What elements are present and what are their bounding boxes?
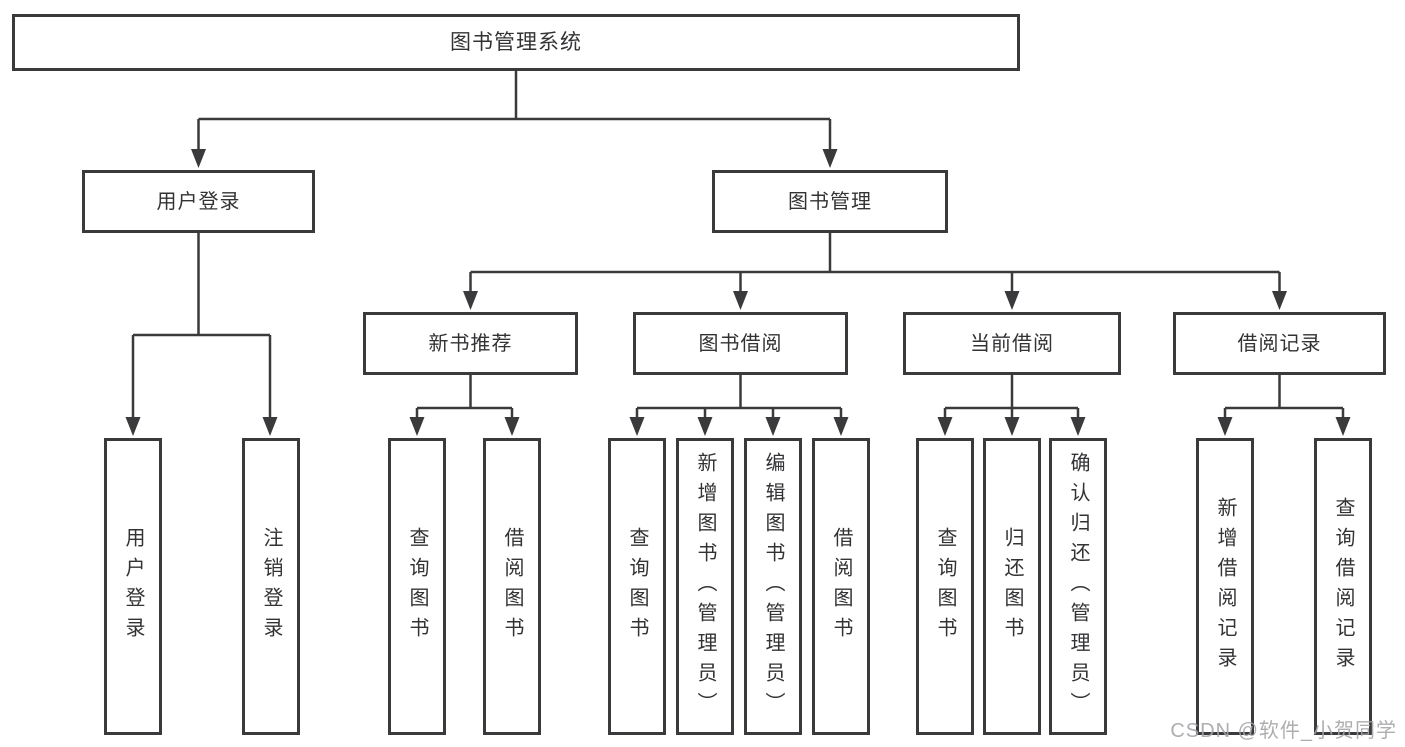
arrowheads bbox=[125, 149, 1351, 436]
node-book-management: 图书管理 bbox=[712, 170, 948, 233]
leaf-query-books-borrowing: 查询图书 bbox=[608, 438, 666, 735]
vertical-label: 借阅图书 bbox=[830, 526, 852, 647]
node-current-borrowing: 当前借阅 bbox=[903, 312, 1121, 375]
vertical-label: 查询图书 bbox=[406, 526, 428, 647]
leaf-borrow-books-newbook: 借阅图书 bbox=[483, 438, 541, 735]
leaf-user-login: 用户登录 bbox=[104, 438, 162, 735]
vertical-label: 查询图书 bbox=[626, 526, 648, 647]
leaf-query-borrow-record: 查询借阅记录 bbox=[1314, 438, 1372, 735]
node-borrowing-records: 借阅记录 bbox=[1173, 312, 1386, 375]
leaf-logout: 注销登录 bbox=[242, 438, 300, 735]
vertical-label: 新增借阅记录 bbox=[1214, 496, 1236, 677]
leaf-add-book-admin: 新增图书（管理员） bbox=[676, 438, 734, 735]
leaf-edit-book-admin: 编辑图书（管理员） bbox=[744, 438, 802, 735]
vertical-label: 查询图书 bbox=[934, 526, 956, 647]
leaf-add-borrow-record: 新增借阅记录 bbox=[1196, 438, 1254, 735]
vertical-label: 归还图书 bbox=[1001, 526, 1023, 647]
leaf-borrow-books: 借阅图书 bbox=[812, 438, 870, 735]
vertical-label: 编辑图书（管理员） bbox=[762, 451, 784, 722]
node-book-borrowing: 图书借阅 bbox=[633, 312, 848, 375]
vertical-label: 借阅图书 bbox=[501, 526, 523, 647]
node-library-system: 图书管理系统 bbox=[12, 14, 1020, 71]
vertical-label: 新增图书（管理员） bbox=[694, 451, 716, 722]
leaf-return-book: 归还图书 bbox=[983, 438, 1041, 735]
vertical-label: 注销登录 bbox=[260, 526, 282, 647]
vertical-label: 查询借阅记录 bbox=[1332, 496, 1354, 677]
leaf-query-books-newbook: 查询图书 bbox=[388, 438, 446, 735]
leaf-confirm-return-admin: 确认归还（管理员） bbox=[1049, 438, 1107, 735]
leaf-query-books-current: 查询图书 bbox=[916, 438, 974, 735]
vertical-label: 用户登录 bbox=[122, 526, 144, 647]
node-new-book-recommend: 新书推荐 bbox=[363, 312, 578, 375]
vertical-label: 确认归还（管理员） bbox=[1067, 451, 1089, 722]
node-user-login: 用户登录 bbox=[82, 170, 315, 233]
